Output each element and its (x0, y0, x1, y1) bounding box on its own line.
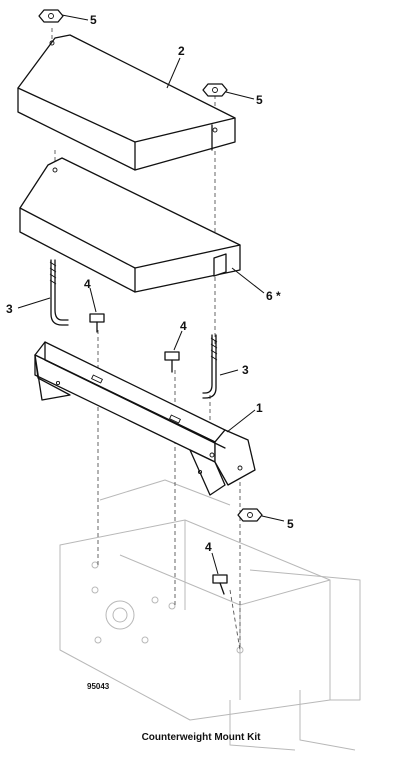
callout-nut-lower: 5 (287, 517, 294, 531)
callout-bracket: 1 (256, 401, 263, 415)
hook-bolt-left (49, 259, 69, 326)
tractor-frame-outline (59, 479, 361, 751)
drawing-number: 95043 (87, 682, 110, 691)
bolt-lower (212, 574, 228, 595)
counterweight-bottom (19, 157, 241, 293)
bolt-left (89, 313, 105, 333)
callout-hook-left: 3 (6, 302, 13, 316)
leader-lines (17, 14, 285, 575)
counterweight-top (17, 34, 236, 171)
callout-hook-right: 3 (242, 363, 249, 377)
callout-weight-top: 2 (178, 44, 185, 58)
nut-top (38, 9, 64, 23)
callout-labels: 5 2 5 3 6 * 4 4 3 1 5 4 (6, 13, 294, 554)
figure-caption: Counterweight Mount Kit (142, 732, 262, 743)
hook-bolt-right (202, 334, 218, 399)
callout-bolt-mid: 4 (180, 319, 187, 333)
callout-weight-bottom-tab: 6 * (266, 289, 281, 303)
callout-bolt-left: 4 (84, 277, 91, 291)
nut-lower (237, 508, 263, 522)
mounting-bracket (34, 341, 256, 496)
callout-nut-right: 5 (256, 93, 263, 107)
callout-bolt-lower: 4 (205, 540, 212, 554)
nut-right (202, 83, 228, 97)
callout-nut-top: 5 (90, 13, 97, 27)
bolt-mid (164, 351, 180, 373)
